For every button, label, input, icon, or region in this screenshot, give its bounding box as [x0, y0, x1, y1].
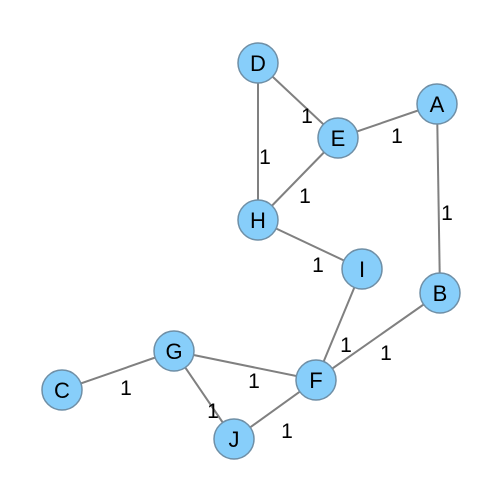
node-label-a: A: [430, 92, 445, 117]
node-circle-e: [317, 117, 359, 159]
node-circle-i: [341, 248, 383, 290]
node-circle-b: [419, 272, 461, 314]
node-label-g: G: [165, 339, 182, 364]
node-i: I: [341, 248, 383, 290]
edge-weight-c-g: 1: [120, 377, 132, 400]
node-b: B: [419, 272, 461, 314]
node-circle-g: [153, 330, 195, 372]
node-label-h: H: [250, 208, 266, 233]
node-circle-d: [237, 42, 279, 84]
node-e: E: [317, 117, 359, 159]
node-label-i: I: [359, 257, 365, 282]
edge-g-f: [173, 350, 317, 381]
edge-weight-i-f: 1: [340, 334, 352, 357]
edge-weight-e-a: 1: [391, 125, 403, 148]
edge-weight-b-f: 1: [380, 342, 392, 365]
node-circle-c: [41, 369, 83, 411]
node-d: D: [237, 42, 279, 84]
node-g: G: [153, 330, 195, 372]
edge-weight-h-i: 1: [312, 254, 324, 277]
node-f: F: [295, 359, 337, 401]
node-label-f: F: [309, 368, 322, 393]
edge-weight-g-j: 1: [207, 400, 219, 423]
node-label-b: B: [433, 281, 448, 306]
node-label-c: C: [54, 378, 70, 403]
edge-weight-j-f: 1: [281, 420, 293, 443]
node-circle-f: [295, 359, 337, 401]
node-circle-a: [416, 83, 458, 125]
node-circle-h: [237, 199, 279, 241]
nodes-layer: A B C D E F G H I J: [41, 42, 461, 460]
node-a: A: [416, 83, 458, 125]
node-c: C: [41, 369, 83, 411]
node-circle-j: [213, 418, 255, 460]
edge-weight-g-f: 1: [248, 370, 260, 393]
node-j: J: [213, 418, 255, 460]
edge-weight-d-h: 1: [259, 146, 271, 169]
edge-a-b: [436, 103, 441, 294]
node-label-j: J: [229, 427, 240, 452]
edge-b-f: [315, 292, 441, 381]
node-label-e: E: [331, 126, 346, 151]
node-label-d: D: [250, 51, 266, 76]
edge-weight-a-b: 1: [441, 202, 453, 225]
weights-layer: 1 1 1 1 1 1 1 1 1 1 1 1: [120, 105, 453, 443]
edge-weight-d-e: 1: [301, 105, 313, 128]
node-h: H: [237, 199, 279, 241]
edge-weight-e-h: 1: [299, 185, 311, 208]
